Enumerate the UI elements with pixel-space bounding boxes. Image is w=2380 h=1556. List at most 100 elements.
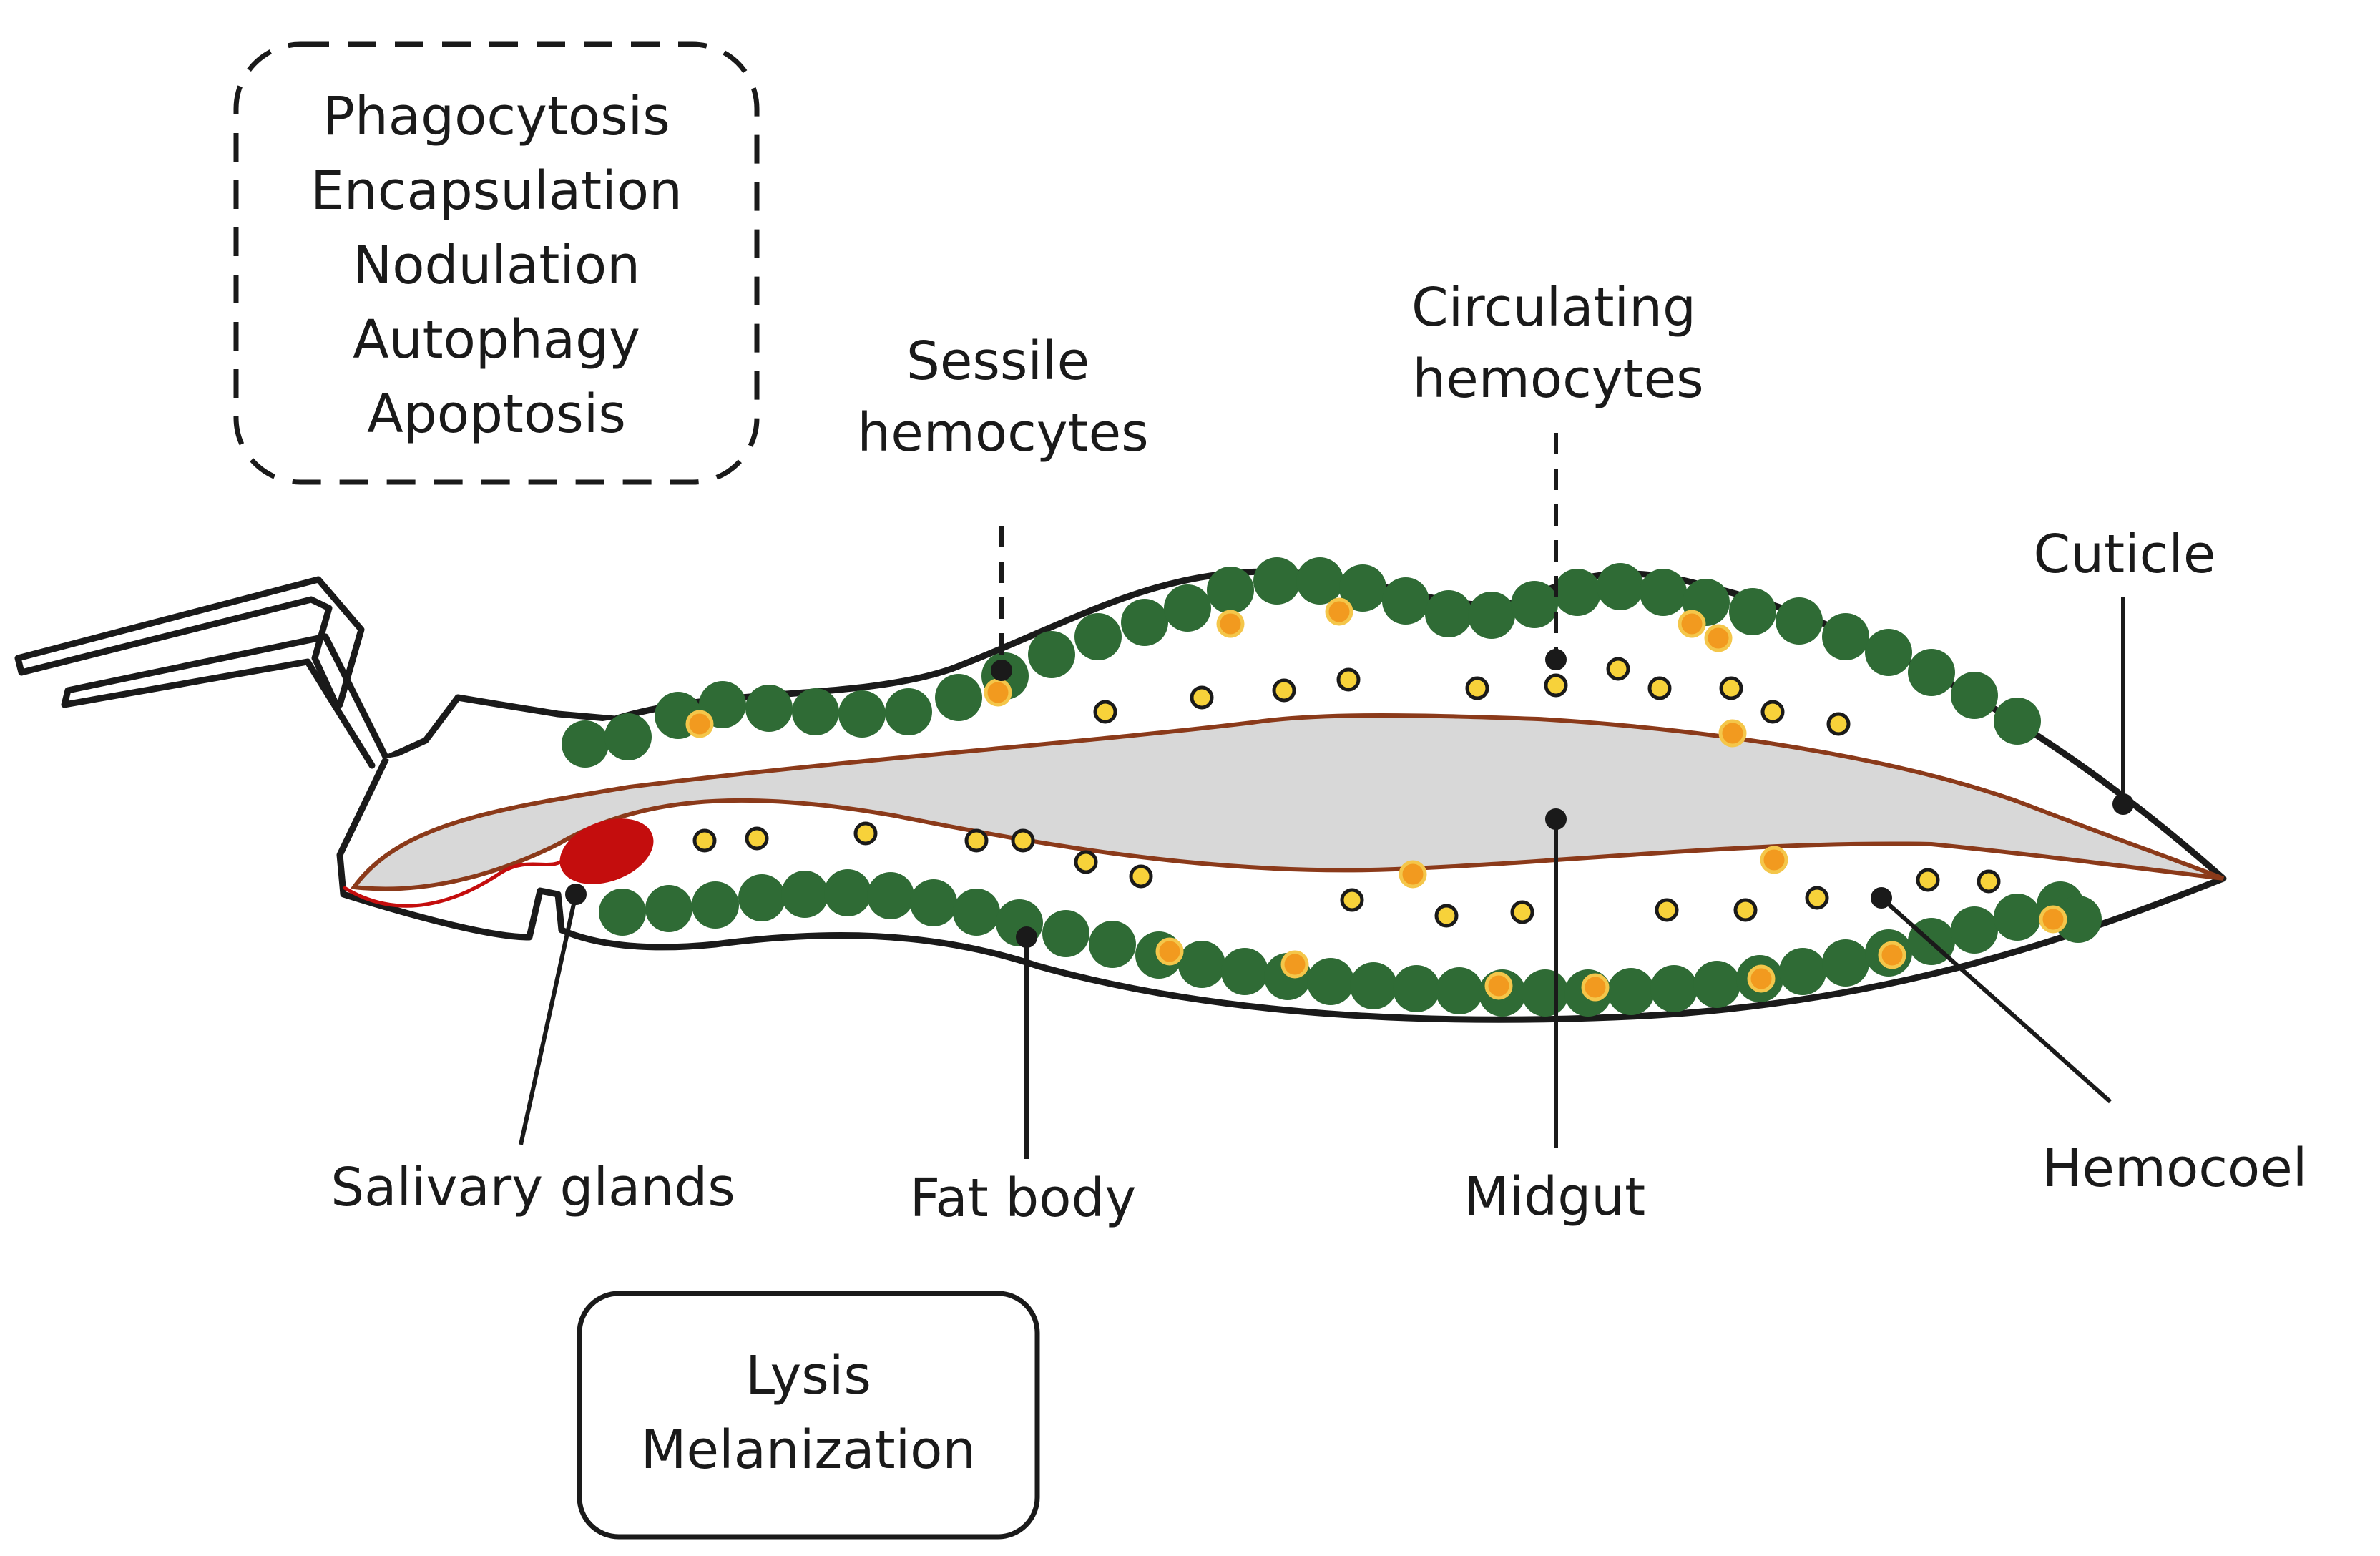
cuticle-dot — [2112, 793, 2134, 815]
activated-hemocyte — [1399, 860, 1427, 889]
fat-body-cell — [1028, 631, 1075, 678]
circulating-hemocyte — [1336, 667, 1361, 692]
salivary-leader — [519, 894, 578, 1145]
label-hemocoel: Hemocoel — [2042, 1137, 2308, 1199]
activated-hemocyte — [1678, 610, 1706, 638]
antenna-upper — [14, 576, 365, 708]
midgut — [350, 713, 2225, 891]
fat-body-cell — [1339, 564, 1386, 612]
activated-hemocyte — [1704, 624, 1733, 652]
circulating-hemocyte — [853, 821, 878, 846]
activated-hemocyte — [1155, 937, 1184, 966]
structure-labels: Sessile hemocytes Circulating hemocytes … — [330, 277, 2307, 1229]
fat-body-cell — [1822, 613, 1869, 660]
circulating-hemocyte — [1655, 898, 1679, 922]
salivary-gland-body — [559, 818, 654, 884]
circulating-hemocyte — [1093, 700, 1117, 724]
hemocoel-dot — [1871, 887, 1892, 909]
sessile-dot — [991, 660, 1012, 681]
fat-body-cell — [935, 674, 982, 721]
activated-hemocyte — [685, 710, 714, 738]
process-apoptosis: Apoptosis — [367, 383, 626, 445]
fat-body-cell — [1121, 599, 1168, 646]
fat-body-cell — [1779, 948, 1826, 995]
fat-body-cell — [1350, 962, 1397, 1009]
circulating-hemocyte — [1977, 869, 2001, 894]
fat-body-cell — [1822, 939, 1869, 987]
process-lysis: Lysis — [745, 1345, 871, 1406]
fat-body-cell — [738, 874, 785, 921]
fat-body-cell — [824, 869, 871, 916]
circulating-hemocyte — [1826, 712, 1851, 736]
circulating-hemocyte — [1719, 676, 1743, 700]
circulating-hemocyte — [1916, 868, 1940, 892]
circulating-dot — [1545, 649, 1567, 670]
label-cuticle: Cuticle — [2034, 524, 2216, 585]
fat-body-cell — [910, 879, 957, 926]
fat-body-cell — [1425, 590, 1472, 637]
fat-body-cell — [645, 885, 692, 932]
fat-body-cell — [1207, 567, 1254, 614]
fat-body-cell — [867, 872, 914, 919]
fat-body-cell — [1296, 557, 1343, 605]
circulating-hemocyte — [1434, 904, 1459, 928]
circulating-hemocyte — [1544, 673, 1568, 698]
fat-body-cell — [885, 688, 932, 735]
label-salivary-glands: Salivary glands — [330, 1157, 735, 1218]
circulating-hemocyte — [1510, 900, 1534, 924]
fat-body-cell — [1554, 569, 1601, 616]
circulating-hemocyte — [1190, 685, 1214, 710]
fat-body-cell — [1089, 921, 1136, 968]
fat-body-cell — [1074, 613, 1122, 660]
fat-body-cell — [1393, 965, 1440, 1012]
activated-hemocyte — [1718, 719, 1747, 748]
leader-lines — [519, 433, 2134, 1159]
fat-body-cell — [953, 889, 1000, 936]
salivary-dot — [565, 884, 587, 905]
label-fat-body: Fat body — [910, 1168, 1137, 1229]
process-encapsulation: Encapsulation — [310, 160, 682, 222]
fat-body-cell — [792, 688, 839, 735]
activated-hemocyte — [1760, 846, 1788, 874]
antenna-lower — [61, 633, 390, 769]
circulating-hemocyte — [1272, 678, 1296, 703]
fatbody-dot — [1016, 926, 1037, 948]
fat-body-cell — [1607, 968, 1655, 1015]
cellular-processes-box: Phagocytosis Encapsulation Nodulation Au… — [233, 41, 760, 485]
fat-body-cell — [1253, 557, 1301, 605]
process-autophagy: Autophagy — [353, 309, 640, 371]
hemocoel-leader — [1880, 896, 2112, 1104]
activated-hemocyte — [1216, 610, 1245, 638]
fat-body-cell — [1951, 672, 1998, 719]
fat-body-cell — [692, 881, 739, 929]
dashed-frame — [233, 41, 760, 485]
process-phagocytosis: Phagocytosis — [323, 86, 670, 147]
head-outline — [383, 694, 619, 762]
label-circulating-1: Circulating — [1411, 277, 1696, 338]
humoral-processes-box: Lysis Melanization — [577, 1291, 1040, 1540]
fat-body-cell — [1729, 588, 1776, 635]
label-sessile-1: Sessile — [906, 331, 1089, 392]
fat-body-cell — [604, 713, 652, 760]
fat-body-cell — [1994, 894, 2041, 941]
fat-body-cell — [1908, 649, 1955, 696]
label-sessile-2: hemocytes — [857, 402, 1148, 464]
activated-hemocyte — [1747, 964, 1776, 993]
fat-body-cell — [745, 685, 793, 732]
fat-body-cell — [1382, 577, 1429, 625]
fat-body-cell — [838, 690, 886, 738]
fat-body-cell — [1522, 969, 1569, 1017]
activated-hemocyte — [2039, 905, 2067, 934]
activated-hemocyte — [1280, 950, 1309, 979]
solid-frame — [577, 1291, 1040, 1540]
insect-appendages — [14, 576, 619, 769]
fat-body-cell — [1307, 958, 1354, 1005]
circulating-hemocyte — [1340, 888, 1364, 912]
circulating-hemocyte — [1647, 676, 1672, 700]
activated-hemocyte — [984, 678, 1012, 707]
circulating-hemocyte — [692, 828, 717, 853]
fat-body-cell — [1951, 906, 1998, 954]
activated-hemocyte — [1325, 597, 1353, 626]
fat-body-cell — [2055, 896, 2102, 943]
